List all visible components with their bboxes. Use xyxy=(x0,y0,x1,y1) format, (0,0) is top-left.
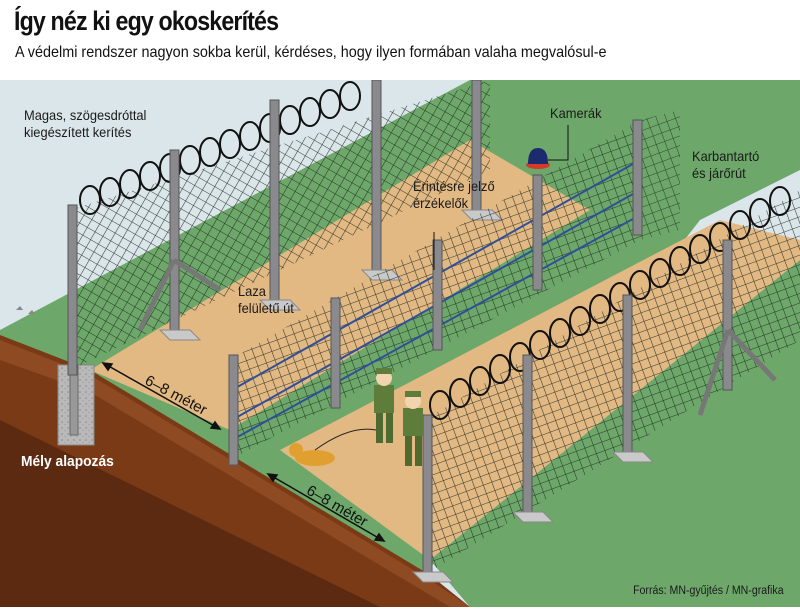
page-subtitle: A védelmi rendszer nagyon sokba kerül, k… xyxy=(15,44,607,61)
sensor-fence-posts xyxy=(228,119,643,466)
front-fence-mesh xyxy=(425,190,800,575)
fence-illustration: Magas, szögesdróttal kiegészített keríté… xyxy=(0,79,800,607)
razor-wire-2 xyxy=(429,186,791,420)
source-credit: Forrás: MN-gyűjtés / MN-grafika xyxy=(633,585,784,597)
birds xyxy=(16,306,35,314)
camera-leader-line xyxy=(548,125,569,161)
label-maintenance-road: Karbantartó és járőrút xyxy=(692,148,760,181)
camera-icon xyxy=(526,148,550,169)
label-cameras: Kamerák xyxy=(550,105,602,121)
razor-wire-1 xyxy=(79,81,361,215)
label-loose-road: Laza felületű út xyxy=(238,283,294,316)
dimension-arrows xyxy=(101,362,386,542)
label-high-fence: Magas, szögesdróttal kiegészített keríté… xyxy=(24,107,147,140)
label-deep-foundation: Mély alapozás xyxy=(21,453,114,470)
dog-figure xyxy=(289,428,377,466)
page-title: Így néz ki egy okoskerítés xyxy=(14,6,279,36)
soldier-figures xyxy=(374,368,423,466)
label-sensors: Érintésre jelző érzékelők xyxy=(413,178,495,211)
fence-scene-svg xyxy=(0,79,800,607)
